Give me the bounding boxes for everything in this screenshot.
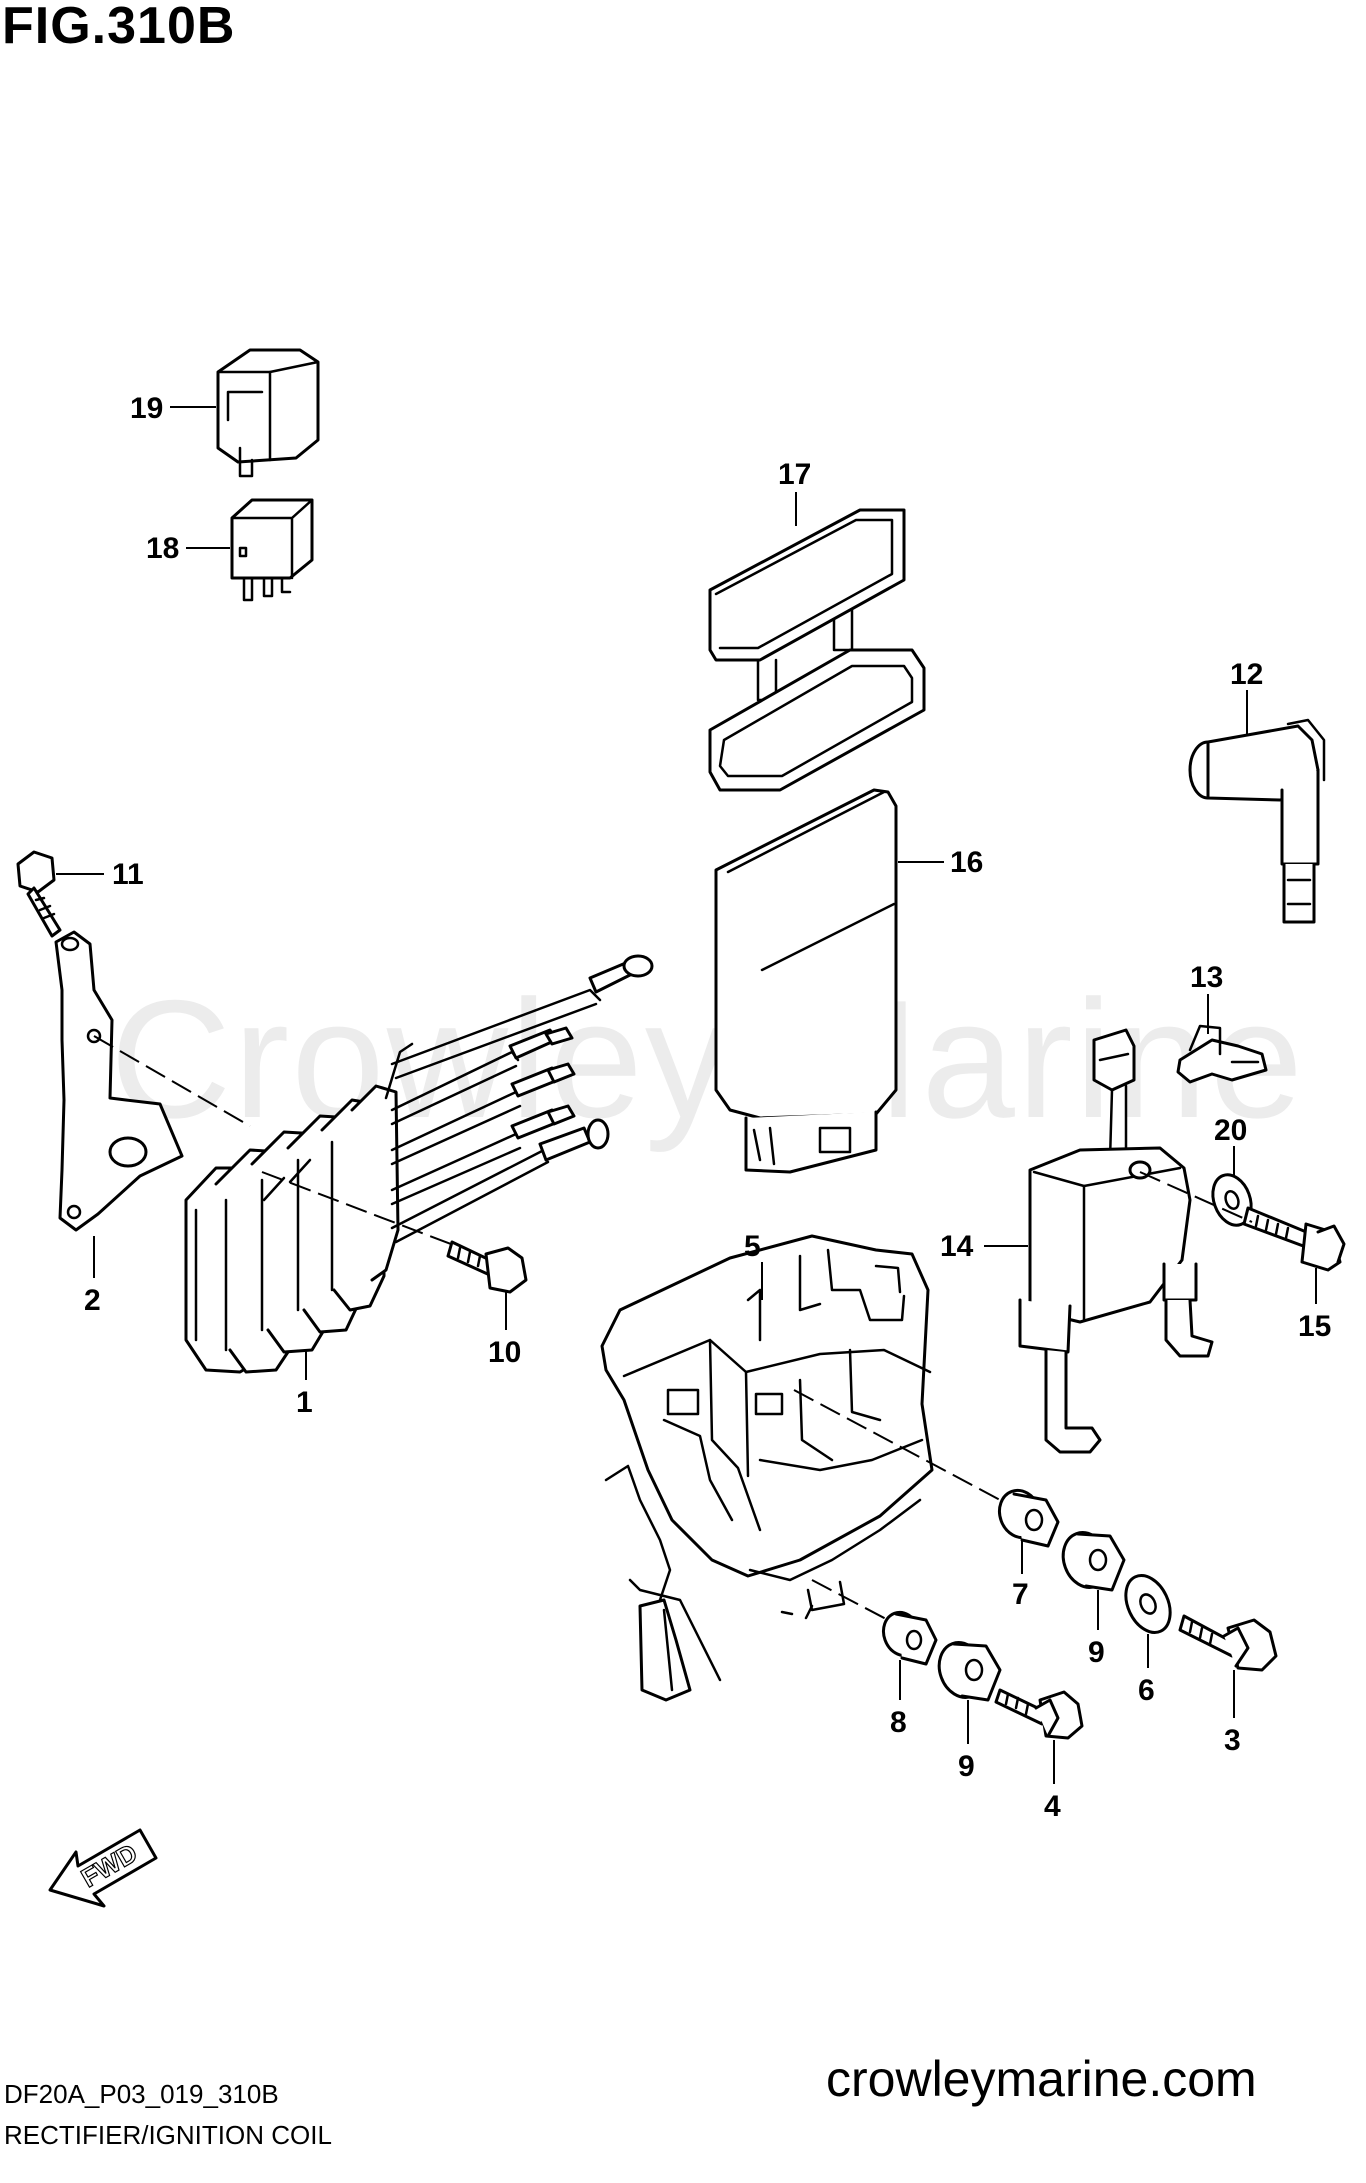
callout-2[interactable]: 2: [84, 1284, 101, 1317]
site-name: crowleymarine.com: [826, 2051, 1257, 2107]
callout-9-lower[interactable]: 9: [958, 1750, 975, 1783]
callout-1[interactable]: 1: [296, 1386, 313, 1419]
callout-8[interactable]: 8: [890, 1706, 907, 1739]
part-14-ignition-coil[interactable]: [1018, 1028, 1214, 1454]
callout-3[interactable]: 3: [1224, 1724, 1241, 1757]
part-16-ecu[interactable]: [714, 788, 898, 1174]
callout-14[interactable]: 14: [940, 1230, 974, 1263]
callout-13[interactable]: 13: [1190, 961, 1223, 994]
diagram-code: DF20A_P03_019_310B: [4, 2079, 279, 2109]
callout-20[interactable]: 20: [1214, 1114, 1247, 1147]
callout-12[interactable]: 12: [1230, 658, 1263, 691]
part-12-plug-cap[interactable]: [1188, 718, 1326, 924]
callout-7[interactable]: 7: [1012, 1578, 1029, 1611]
part-17-ecu-case[interactable]: [708, 508, 926, 792]
part-9-grommet-lower[interactable]: [932, 1636, 1002, 1704]
callout-11[interactable]: 11: [112, 858, 144, 891]
figure-title: FIG.310B: [2, 0, 236, 55]
part-2-bracket[interactable]: [54, 930, 184, 1232]
part-4-bolt[interactable]: [994, 1688, 1084, 1740]
callout-5[interactable]: 5: [744, 1230, 761, 1263]
part-18-relay[interactable]: [230, 498, 314, 602]
callout-17[interactable]: 17: [778, 458, 811, 491]
part-10-bolt[interactable]: [446, 1240, 528, 1294]
callout-16[interactable]: 16: [950, 846, 983, 879]
part-19-relay-cover[interactable]: [216, 348, 320, 478]
callout-9-upper[interactable]: 9: [1088, 1636, 1105, 1669]
callout-15[interactable]: 15: [1298, 1310, 1331, 1343]
callout-19[interactable]: 19: [130, 392, 163, 425]
part-5-holder[interactable]: [600, 1234, 934, 1702]
part-8-collar[interactable]: [878, 1607, 938, 1666]
part-13-clamp[interactable]: [1176, 1024, 1268, 1084]
callout-18[interactable]: 18: [146, 532, 179, 565]
diagram-subtitle: RECTIFIER/IGNITION COIL: [4, 2120, 332, 2150]
part-7-collar[interactable]: [993, 1485, 1060, 1548]
fwd-arrow-icon: FWD: [48, 1828, 158, 1908]
part-11-bolt[interactable]: [16, 850, 62, 938]
part-20-washer[interactable]: [1206, 1169, 1258, 1230]
callout-6[interactable]: 6: [1138, 1674, 1155, 1707]
part-1-rectifier[interactable]: [184, 1042, 414, 1374]
rectifier-wire-harness: [390, 954, 654, 1244]
callout-4[interactable]: 4: [1044, 1790, 1061, 1823]
part-6-washer[interactable]: [1117, 1568, 1179, 1639]
part-15-bolt[interactable]: [1242, 1206, 1346, 1272]
part-3-bolt[interactable]: [1178, 1614, 1278, 1672]
callout-10[interactable]: 10: [488, 1336, 521, 1369]
part-9-grommet-upper[interactable]: [1056, 1526, 1126, 1594]
